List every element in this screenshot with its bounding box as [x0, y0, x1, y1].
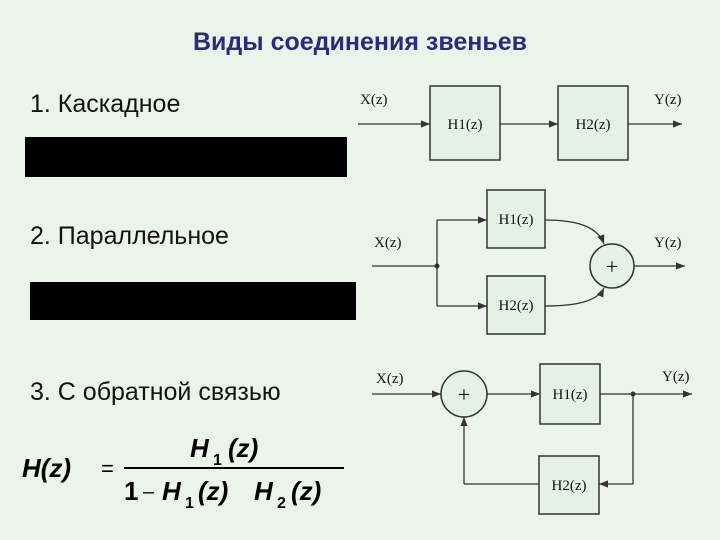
cascade-block-h2 — [557, 85, 629, 161]
parallel-block-h1 — [486, 189, 546, 249]
feedback-diagram: X(z) + H1(z) Y(z) H2(z) — [372, 363, 692, 515]
feedback-output-label: Y(z) — [662, 369, 689, 385]
feedback-input-label: X(z) — [376, 371, 403, 387]
formula-lhs: H(z) — [22, 453, 71, 483]
cascade-input-label: X(z) — [360, 92, 387, 108]
formula-numerator-h: H — [190, 433, 210, 463]
parallel-input-label: X(z) — [374, 235, 401, 251]
page-title: Виды соединения звеньев — [192, 28, 528, 56]
item-parallel-label: 2. Параллельное — [30, 222, 229, 250]
parallel-block-h1-label: H1(z) — [499, 212, 534, 228]
redaction-bar — [30, 282, 356, 320]
arrow-line — [544, 287, 605, 307]
cascade-output-label: Y(z) — [654, 92, 681, 108]
arrow-line — [544, 219, 605, 245]
cascade-block-h1-label: H1(z) — [448, 117, 483, 133]
cascade-block-h2-label: H2(z) — [576, 117, 611, 133]
formula-den-h2-arg: (z) — [291, 476, 321, 506]
redaction-bar — [25, 137, 347, 177]
cascade-diagram: X(z) H1(z) H2(z) Y(z) — [358, 85, 682, 161]
parallel-block-h2-label: H2(z) — [499, 298, 534, 314]
item-cascade-label: 1. Каскадное — [30, 90, 181, 118]
formula-den-minus: – — [143, 481, 155, 503]
formula-den-one: 1 — [124, 476, 138, 506]
parallel-output-label: Y(z) — [654, 235, 681, 251]
formula-numerator-sub: 1 — [213, 452, 222, 469]
parallel-sum-sign: + — [606, 254, 618, 279]
feedback-block-h2 — [538, 455, 600, 515]
formula-numerator-arg: (z) — [228, 433, 258, 463]
formula-den-h1-arg: (z) — [198, 476, 228, 506]
item-feedback-label: 3. С обратной связью — [30, 378, 281, 406]
parallel-block-h2 — [486, 275, 546, 335]
cascade-block-h1 — [429, 85, 501, 161]
transfer-function-formula: H(z) = H 1 (z) 1 – H 1 (z) H 2 (z) — [22, 433, 344, 512]
formula-den-h1-sub: 1 — [185, 495, 194, 512]
feedback-sum-sign: + — [458, 382, 470, 407]
formula-den-h2-sub: 2 — [277, 495, 286, 512]
feedback-block-h1-label: H1(z) — [553, 387, 588, 403]
feedback-block-h1 — [539, 363, 601, 425]
parallel-diagram: X(z) H1(z) H2(z) + Y(z) — [372, 189, 685, 335]
formula-equals: = — [101, 456, 114, 481]
formula-den-h1: H — [162, 476, 182, 506]
formula-den-h2: H — [254, 476, 274, 506]
feedback-block-h2-label: H2(z) — [552, 478, 587, 494]
